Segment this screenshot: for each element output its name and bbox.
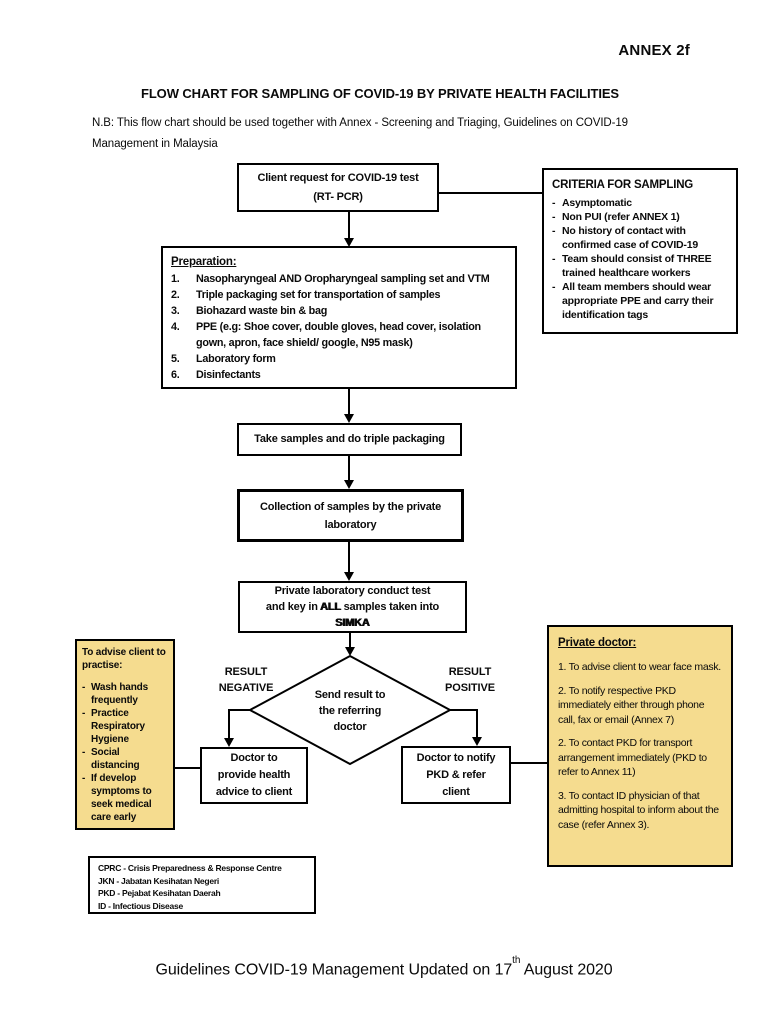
preparation-title: Preparation: [171,256,237,268]
preparation-box: Preparation: 1.Nasopharyngeal AND Oropha… [161,246,517,389]
item-number: 3. [171,305,180,317]
advise-item: -Practice Respiratory Hygiene [82,708,145,745]
emphasis-simka: SIMKA [335,617,370,629]
preparation-item: 6.Disinfectants [171,369,261,381]
bullet-dash: - [82,773,86,784]
criteria-item: -Team should consist of THREE trained he… [552,253,712,279]
item-number: 6. [171,369,180,381]
footer-text: Guidelines COVID-19 Management Updated o… [155,955,613,979]
private-doctor-item: 3. To contact ID physician of that admit… [558,789,719,831]
client-request-line: (RT- PCR) [313,190,363,203]
advise-item: -If develop symptoms to seek medical car… [82,773,152,823]
item-number: 1. [171,273,180,285]
result-positive-label: RESULT POSITIVE [445,666,495,694]
preparation-item: 4.PPE (e.g: Shoe cover, double gloves, h… [171,321,481,349]
annex-label: ANNEX 2f [618,42,690,59]
advise-item: -Social distancing [82,747,140,771]
legend-item: PKD - Pejabat Kesihatan Daerah [98,888,221,898]
preparation-item: 3.Biohazard waste bin & bag [171,305,328,317]
preparation-item: 2.Triple packaging set for transportatio… [171,289,441,301]
bullet-dash: - [82,708,86,719]
bullet-dash: - [552,253,556,265]
item-number: 4. [171,321,180,333]
result-negative-label: RESULT NEGATIVE [218,666,274,694]
note-text: N.B: This flow chart should be used toge… [92,117,628,150]
legend-item: CPRC - Crisis Preparedness & Response Ce… [98,863,282,873]
bullet-dash: - [552,281,556,293]
criteria-item: -All team members should wear appropriat… [552,281,714,321]
legend-item: JKN - Jabatan Kesihatan Negeri [98,875,219,886]
item-number: 2. [171,289,180,301]
take-samples-box: Take samples and do triple packaging [237,423,462,456]
advise-item: -Wash hands frequently [82,682,149,706]
criteria-item: -Non PUI (refer ANNEX 1) [552,211,680,223]
private-doctor-item: 2. To contact PKD for transport arrangem… [558,737,707,778]
doctor-notify-box: Doctor to notify PKD & refer client [401,746,511,804]
bullet-dash: - [552,225,556,237]
legend-item: ID - Infectious Disease [98,900,183,911]
legend-box: CPRC - Crisis Preparedness & Response Ce… [88,856,316,914]
client-request-box: Client request for COVID-19 test (RT- PC… [237,163,439,212]
bullet-dash: - [552,211,556,223]
advise-client-box: To advise client to practise: -Wash hand… [75,639,175,830]
criteria-box: CRITERIA FOR SAMPLING -Asymptomatic -Non… [542,168,738,334]
ordinal-superscript: th [512,955,521,966]
doctor-advice-box: Doctor to provide health advice to clien… [200,747,308,804]
advise-title: To advise client to practise: [82,647,166,671]
private-doctor-item: 2. To notify respective PKD immediately … [558,684,705,726]
collection-line: laboratory [324,518,377,531]
criteria-item: -No history of contact with confirmed ca… [552,225,699,251]
criteria-item: -Asymptomatic [552,197,632,209]
private-doctor-title: Private doctor: [558,637,637,649]
take-samples-text: Take samples and do triple packaging [254,433,445,445]
collection-box: Collection of samples by the private lab… [237,489,464,542]
private-lab-line: and key in ALL samples taken into [265,601,440,613]
criteria-title: CRITERIA FOR SAMPLING [552,179,694,191]
private-lab-box: Private laboratory conduct test and key … [238,581,467,633]
client-request-line: Client request for COVID-19 test [257,171,419,184]
decision-diamond-shape [247,654,453,766]
collection-line: Collection of samples by the private [259,500,442,513]
bullet-dash: - [82,747,86,758]
decision-text: Send result to the referring doctor [314,689,386,733]
private-doctor-item: 1. To advise client to wear face mask. [558,661,721,673]
bullet-dash: - [82,682,86,693]
page-title: FLOW CHART FOR SAMPLING OF COVID-19 BY P… [141,86,619,101]
emphasis-all: ALL [320,601,341,613]
item-number: 5. [171,353,180,365]
preparation-item: 1.Nasopharyngeal AND Oropharyngeal sampl… [171,273,490,285]
preparation-item: 5.Laboratory form [171,353,276,365]
private-doctor-box: Private doctor: 1. To advise client to w… [547,625,733,867]
bullet-dash: - [552,197,556,209]
private-lab-line: Private laboratory conduct test [274,585,431,597]
